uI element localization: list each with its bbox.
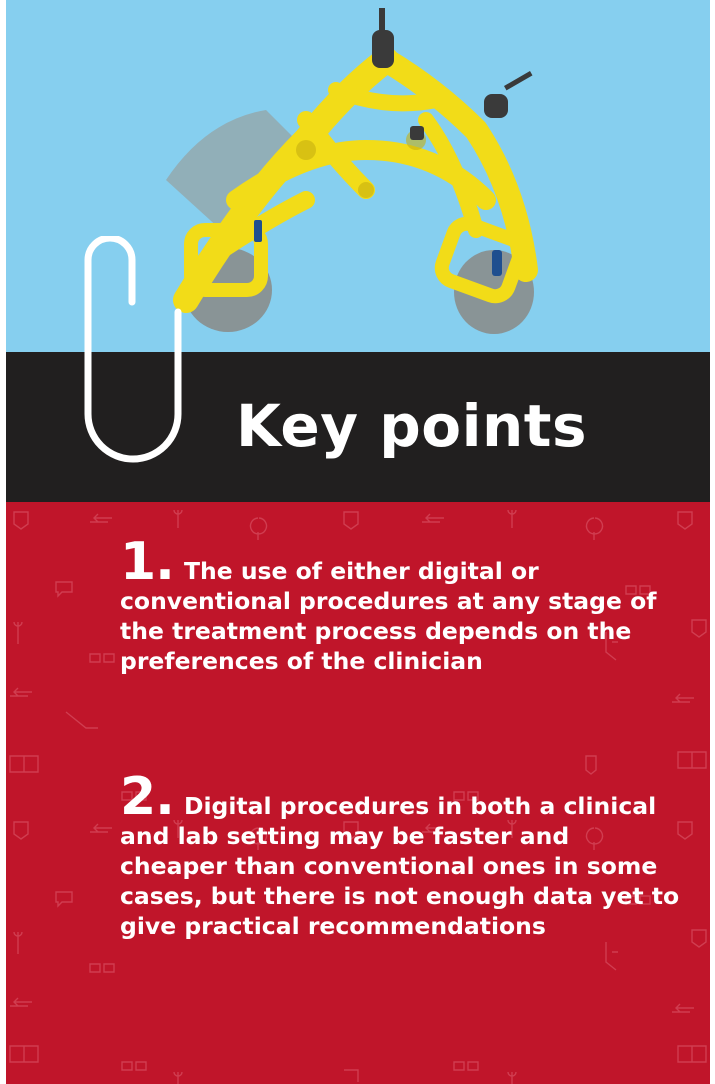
key-point-1: 1.The use of either digital or conventio… [120, 536, 680, 676]
header-photo [6, 0, 710, 352]
key-point-1-number: 1. [120, 532, 175, 592]
key-points-card: Key points [6, 0, 710, 1084]
printed-framework-image [166, 8, 538, 334]
key-points-panel: 1.The use of either digital or conventio… [6, 502, 710, 1084]
dental-pattern-background [9, 509, 707, 1084]
title-band [6, 352, 710, 502]
key-point-1-text: The use of either digital or conventiona… [120, 557, 657, 675]
paperclip-icon [84, 236, 182, 463]
key-point-2: 2.Digital procedures in both a clinical … [120, 771, 680, 941]
key-point-2-number: 2. [120, 767, 175, 827]
page-title: Key points [236, 392, 588, 460]
key-point-2-text: Digital procedures in both a clinical an… [120, 792, 680, 940]
